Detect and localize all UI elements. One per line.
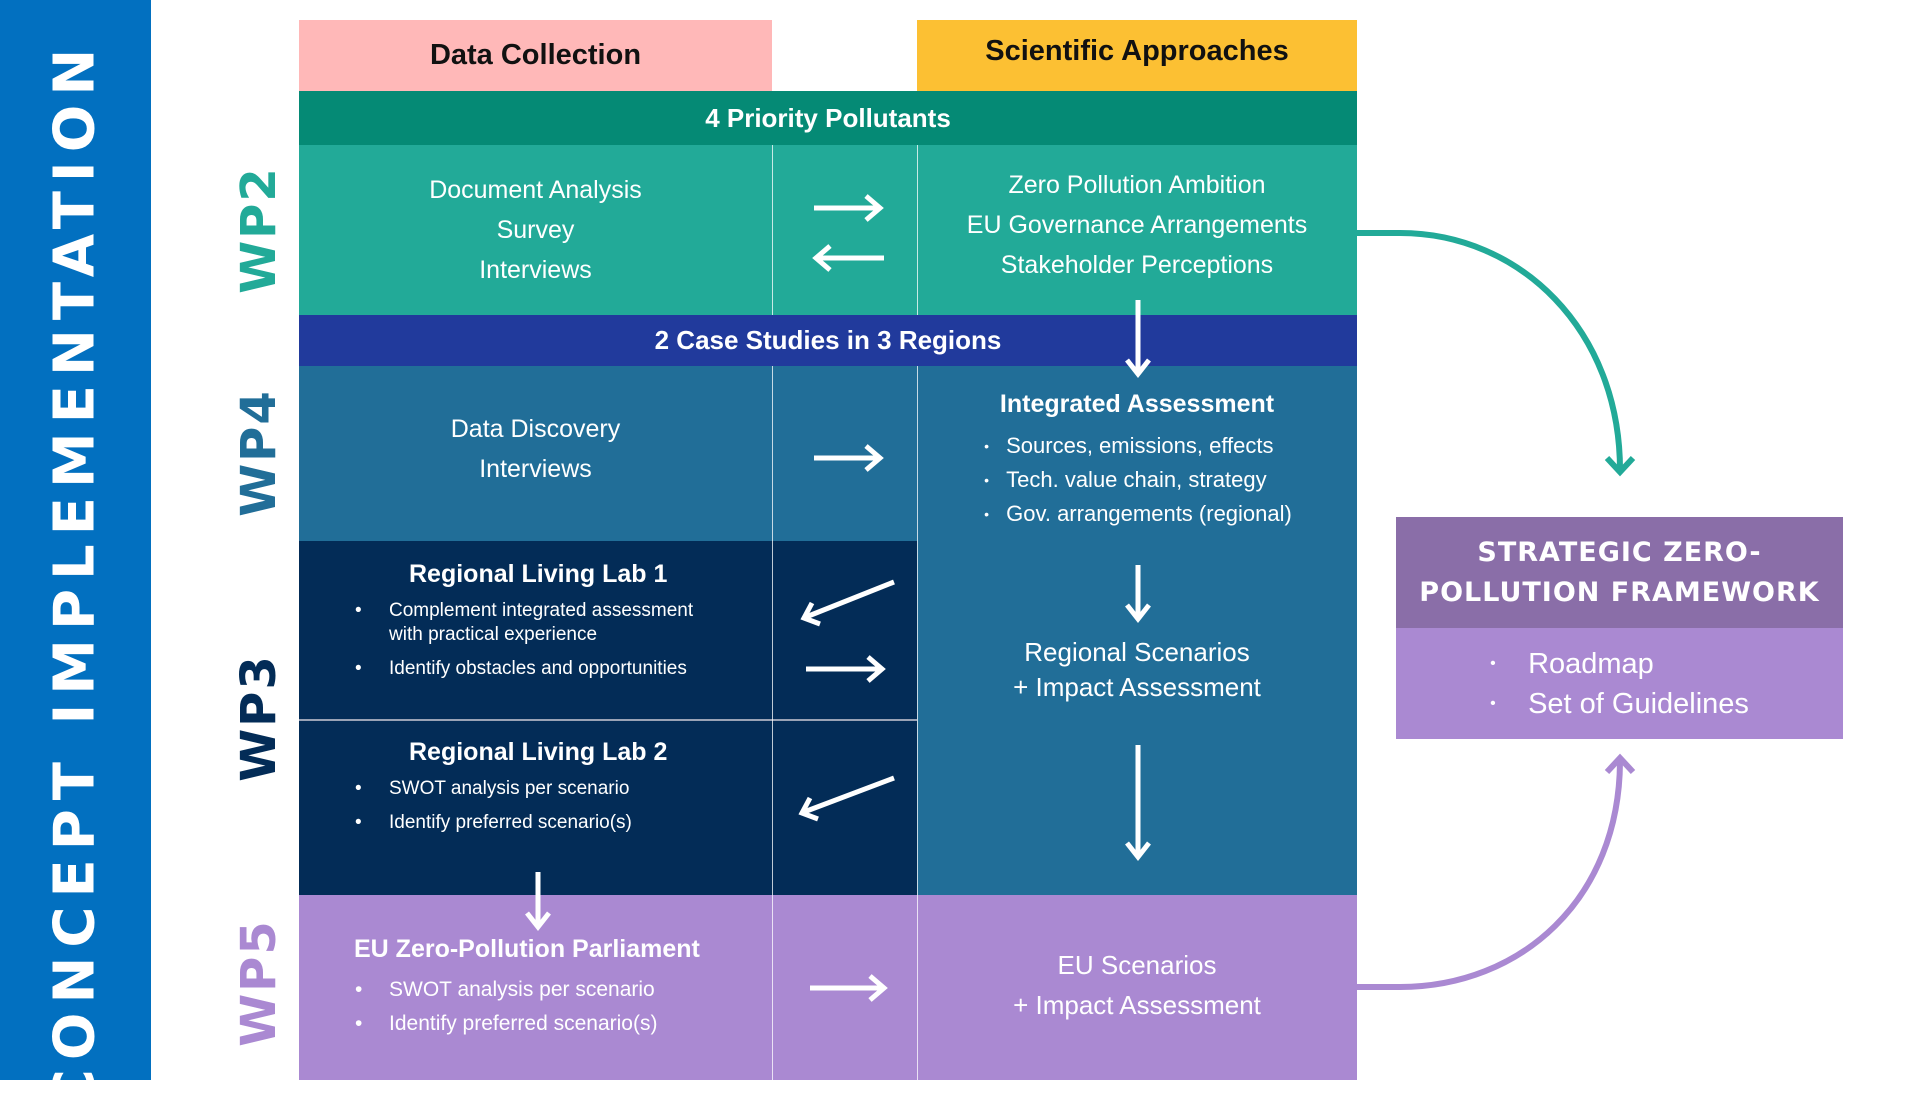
list-item: Identify preferred scenario(s): [349, 811, 719, 835]
column-divider: [772, 145, 773, 315]
framework-title-line2: POLLUTION FRAMEWORK: [1419, 576, 1820, 608]
curved-arrow-teal-icon: [1357, 230, 1636, 477]
list-item: Gov. arrangements (regional): [982, 497, 1292, 531]
wp2-dc-item: Document Analysis: [429, 176, 642, 204]
framework-body: Roadmap Set of Guidelines: [1396, 628, 1843, 739]
list-item: Sources, emissions, effects: [982, 429, 1292, 463]
framework-list: Roadmap Set of Guidelines: [1490, 644, 1749, 724]
scientific-approaches-header-label: Scientific Approaches: [985, 35, 1289, 67]
data-collection-header: Data Collection: [299, 20, 772, 91]
eu-parliament-list: SWOT analysis per scenario Identify pref…: [349, 978, 657, 1046]
sidebar-title: CONCEPT IMPLEMENTATION: [42, 39, 108, 1110]
regional-scenarios: Regional Scenarios + Impact Assessment: [917, 630, 1357, 710]
data-collection-header-label: Data Collection: [429, 39, 642, 71]
wp2-label: WP2: [231, 166, 287, 294]
framework-title-line1: STRATEGIC ZERO-: [1477, 536, 1762, 568]
list-item: SWOT analysis per scenario: [349, 978, 657, 1002]
list-item: Identify obstacles and opportunities: [349, 657, 719, 681]
living-lab-2-list: SWOT analysis per scenario Identify pref…: [349, 777, 719, 845]
regional-scenarios-line: + Impact Assessment: [1013, 672, 1261, 702]
living-lab-1-list: Complement integrated assessment with pr…: [349, 599, 719, 691]
living-lab-2-title: Regional Living Lab 2: [409, 738, 668, 766]
wp2-sci-item: Stakeholder Perceptions: [1000, 251, 1274, 279]
wp2-row: [299, 145, 1357, 315]
framework-header: STRATEGIC ZERO- POLLUTION FRAMEWORK: [1396, 517, 1843, 628]
case-studies-label: 2 Case Studies in 3 Regions: [654, 325, 1002, 355]
living-lab-2: Regional Living Lab 2 SWOT analysis per …: [299, 738, 772, 888]
wp4-dc-item: Data Discovery: [450, 414, 621, 443]
wp3-divider: [299, 719, 917, 721]
integrated-assessment-title: Integrated Assessment: [999, 390, 1275, 418]
scientific-approaches-header: Scientific Approaches: [917, 20, 1357, 91]
wp4-integrated-assessment: Integrated Assessment Sources, emissions…: [917, 390, 1357, 550]
curved-arrow-purple-icon: [1357, 753, 1636, 990]
case-studies-band: 2 Case Studies in 3 Regions: [299, 315, 1357, 366]
wp2-scientific: Zero Pollution Ambition EU Governance Ar…: [917, 145, 1357, 315]
wp2-dc-item: Interviews: [479, 256, 592, 284]
living-lab-1-title: Regional Living Lab 1: [409, 560, 668, 588]
priority-pollutants-label: 4 Priority Pollutants: [705, 102, 951, 133]
wp5-label: WP5: [231, 919, 287, 1047]
wp4-data-collection: Data Discovery Interviews: [299, 366, 772, 531]
wp3-label: WP3: [231, 654, 287, 782]
wp2-sci-item: EU Governance Arrangements: [966, 211, 1308, 239]
eu-parliament-title: EU Zero-Pollution Parliament: [354, 935, 700, 963]
column-divider: [917, 145, 918, 315]
column-divider: [772, 366, 773, 1080]
column-divider: [917, 366, 918, 1080]
list-item: Complement integrated assessment with pr…: [349, 599, 719, 647]
eu-parliament: EU Zero-Pollution Parliament SWOT analys…: [299, 935, 772, 1065]
list-item: Tech. value chain, strategy: [982, 463, 1292, 497]
eu-scenarios-line: EU Scenarios: [1057, 950, 1217, 980]
priority-pollutants-band: 4 Priority Pollutants: [299, 91, 1357, 145]
wp2-sci-item: Zero Pollution Ambition: [1008, 171, 1266, 199]
wp4-dc-item: Interviews: [479, 454, 592, 483]
list-item: SWOT analysis per scenario: [349, 777, 719, 801]
wp2-data-collection: Document Analysis Survey Interviews: [299, 145, 772, 315]
list-item: Set of Guidelines: [1490, 684, 1749, 724]
list-item: Identify preferred scenario(s): [349, 1012, 657, 1036]
integrated-assessment-list: Sources, emissions, effects Tech. value …: [982, 429, 1292, 531]
eu-scenarios: EU Scenarios + Impact Assessment: [917, 945, 1357, 1025]
sidebar: CONCEPT IMPLEMENTATION: [0, 0, 151, 1110]
wp4-label: WP4: [231, 389, 287, 517]
living-lab-1: Regional Living Lab 1 Complement integra…: [299, 560, 772, 710]
regional-scenarios-line: Regional Scenarios: [1024, 637, 1250, 667]
wp2-dc-item: Survey: [496, 216, 575, 244]
eu-scenarios-line: + Impact Assessment: [1013, 990, 1261, 1020]
list-item: Roadmap: [1490, 644, 1749, 684]
